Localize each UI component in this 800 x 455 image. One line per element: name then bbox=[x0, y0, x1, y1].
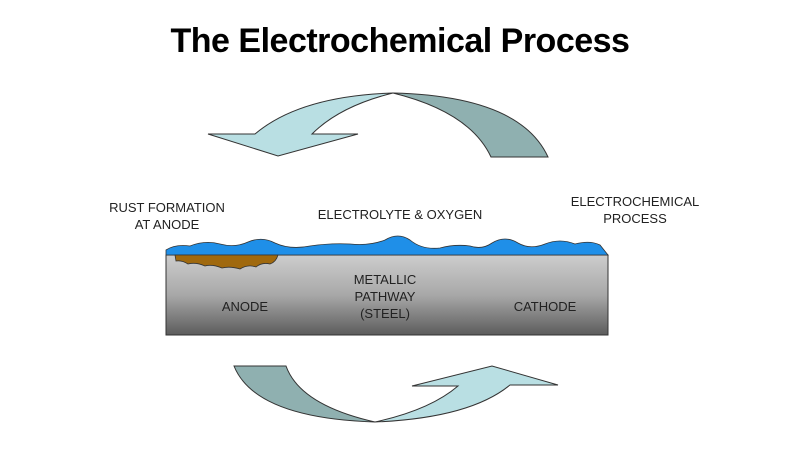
bottom-arrow-head bbox=[374, 365, 559, 423]
top-arrow-tail bbox=[392, 92, 549, 158]
rust-formation-label: RUST FORMATION AT ANODE bbox=[109, 200, 225, 232]
anode-label: ANODE bbox=[221, 299, 269, 314]
diagram-title: The Electrochemical Process bbox=[170, 22, 630, 60]
rust-deposit bbox=[174, 254, 279, 270]
top-arrow-head bbox=[207, 92, 394, 157]
metallic-pathway-label: METALLIC PATHWAY (STEEL) bbox=[353, 272, 417, 321]
electrolyte-label: ELECTROLYTE & OXYGEN bbox=[317, 207, 483, 222]
top-cycle-arrow bbox=[207, 92, 549, 158]
bottom-cycle-arrow bbox=[233, 365, 559, 423]
bottom-arrow-tail bbox=[233, 365, 376, 423]
electrochemical-process-label: ELECTROCHEMICAL PROCESS bbox=[570, 194, 700, 226]
electrolyte-layer bbox=[165, 235, 609, 256]
cathode-label: CATHODE bbox=[513, 299, 577, 314]
